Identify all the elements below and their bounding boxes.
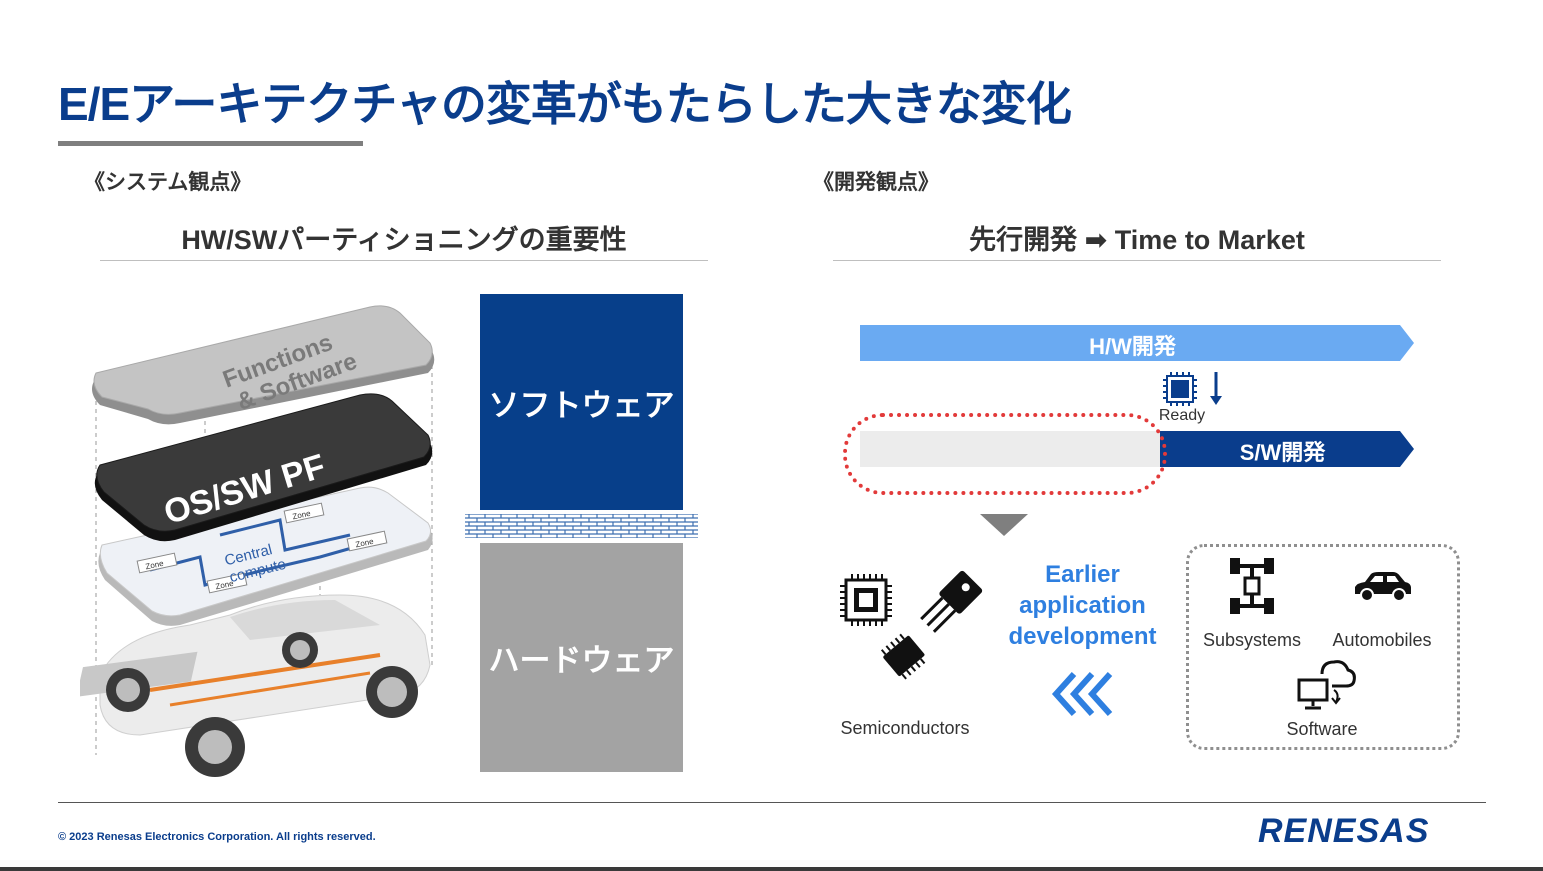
software-label: Software bbox=[1286, 719, 1358, 739]
ecosystem-box bbox=[1186, 544, 1460, 750]
time-to-market-heading: 先行開発 ➡ Time to Market bbox=[969, 225, 1305, 255]
renesas-logo: RENESAS bbox=[1258, 812, 1430, 850]
earlier-line1: Earlier bbox=[1045, 561, 1120, 588]
hardware-block: ハードウェア bbox=[480, 543, 683, 772]
ready-label: Ready bbox=[1158, 407, 1206, 424]
sw-development-bar bbox=[1160, 431, 1414, 467]
hw-development-bar bbox=[860, 325, 1414, 361]
semiconductors-label: Semiconductors bbox=[840, 718, 970, 738]
development-view-label: 《開発観点》 bbox=[813, 171, 939, 194]
cpu-chip-icon bbox=[840, 574, 892, 626]
zone-label: Zone bbox=[215, 579, 235, 592]
functions-software-layer: Functions & Software bbox=[92, 305, 435, 425]
compute-board-layer: Zone Zone Zone Zone Central compute bbox=[98, 486, 433, 626]
firewall-brick-divider bbox=[465, 514, 698, 538]
copyright-text: © 2023 Renesas Electronics Corporation. … bbox=[58, 831, 376, 843]
triple-chevron-left-icon bbox=[1051, 671, 1113, 717]
earlier-line3: development bbox=[1008, 623, 1157, 650]
early-development-zone bbox=[860, 431, 1160, 467]
cloud-software-icon bbox=[1297, 660, 1356, 710]
partitioning-heading: HW/SWパーティショニングの重要性 bbox=[181, 225, 627, 255]
subsystems-label: Subsystems bbox=[1202, 630, 1302, 650]
sw-development-label: S/W開発 bbox=[1239, 440, 1326, 465]
right-divider bbox=[833, 260, 1441, 261]
ic-chip-icon bbox=[880, 633, 926, 680]
car-icon bbox=[1355, 572, 1411, 602]
architecture-stack-illustration: Zone Zone Zone Zone Central compute OS/S… bbox=[80, 305, 435, 777]
page-title: E/Eアーキテクチャの変革がもたらした大きな変化 bbox=[58, 78, 1072, 130]
zone-label: Zone bbox=[355, 537, 375, 550]
footer-divider bbox=[58, 802, 1486, 803]
semiconductors-icon bbox=[840, 570, 983, 680]
left-divider bbox=[100, 260, 708, 261]
title-underline bbox=[58, 141, 363, 146]
earlier-line2: application bbox=[1019, 592, 1146, 619]
chip-ready-icon bbox=[1163, 372, 1222, 406]
earlier-development-text: Earlier application development bbox=[990, 559, 1175, 652]
hw-development-label: H/W開発 bbox=[1089, 334, 1176, 359]
os-platform-layer: OS/SW PF bbox=[94, 393, 433, 542]
zone-label: Zone bbox=[145, 559, 165, 572]
system-view-label: 《システム観点》 bbox=[84, 171, 252, 194]
car-illustration bbox=[80, 594, 431, 777]
software-block: ソフトウェア bbox=[480, 294, 683, 510]
bottom-edge-bar bbox=[0, 867, 1543, 871]
down-triangle-icon bbox=[980, 514, 1028, 536]
automobiles-label: Automobiles bbox=[1332, 630, 1432, 650]
transistor-icon bbox=[920, 570, 983, 633]
zone-label: Zone bbox=[292, 509, 312, 522]
chassis-icon bbox=[1230, 558, 1274, 614]
early-development-highlight bbox=[843, 413, 1167, 495]
